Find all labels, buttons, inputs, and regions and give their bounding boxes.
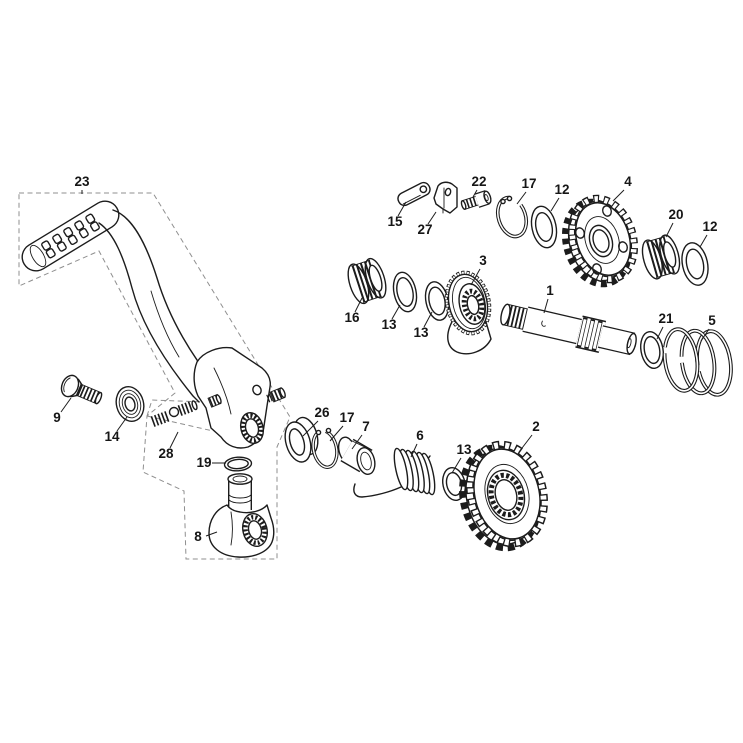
washer-d: [530, 205, 558, 249]
callout-13a: 13: [381, 317, 397, 332]
callout-16: 16: [344, 310, 360, 325]
washer-a: [392, 271, 418, 313]
detent-plug-right: [266, 387, 286, 403]
kick-gear: [561, 194, 639, 288]
kick-shaft: [500, 303, 637, 356]
spacer-bushing: [337, 436, 376, 475]
leader-lines: [60, 189, 710, 537]
needle-bearing-rear: [641, 234, 681, 280]
callout-13b: 13: [413, 325, 429, 340]
ratchet-gear: [444, 270, 492, 355]
stopper-plate: [397, 181, 431, 207]
callout-6: 6: [416, 428, 424, 443]
needle-bearing-front: [347, 257, 387, 305]
callout-labels: 23 9 14 28 19 8 26 17 7 6 13 2 16 13 13 …: [53, 174, 717, 544]
callout-20: 20: [668, 207, 683, 222]
callout-22: 22: [471, 174, 486, 189]
spring-rings: [662, 327, 733, 397]
callout-15: 15: [387, 214, 403, 229]
detent-spring-kit: [150, 400, 198, 427]
callout-27: 27: [417, 222, 432, 237]
circlip-upper: [495, 195, 529, 239]
countersunk-bolt: [60, 374, 103, 405]
callout-28: 28: [158, 446, 174, 461]
callout-5: 5: [708, 313, 716, 328]
callout-8: 8: [194, 529, 202, 544]
callout-4: 4: [624, 174, 632, 189]
washer-e: [681, 242, 709, 286]
kick-lever: [21, 200, 286, 449]
callout-12b: 12: [702, 219, 717, 234]
bushing-cup: [284, 416, 319, 463]
callout-26: 26: [314, 405, 330, 420]
grommet-washer: [115, 386, 145, 422]
callout-3: 3: [479, 253, 487, 268]
o-ring: [223, 456, 253, 472]
callout-1: 1: [546, 283, 554, 298]
detent-plug-left: [207, 393, 222, 408]
callout-14: 14: [104, 429, 120, 444]
callout-2: 2: [532, 419, 540, 434]
bracket: [433, 181, 458, 214]
callout-7: 7: [362, 419, 370, 434]
callout-13c: 13: [456, 442, 472, 457]
screw: [460, 190, 492, 210]
callout-19: 19: [196, 455, 211, 470]
callout-12a: 12: [554, 182, 569, 197]
callout-17b: 17: [339, 410, 354, 425]
lever-spline-bore: [239, 412, 265, 444]
idle-gear: [459, 440, 548, 552]
circlip-lower: [311, 427, 339, 469]
washer-f: [640, 330, 664, 370]
lever-knuckle: [208, 473, 275, 558]
knuckle-spline-bore: [241, 513, 269, 547]
callout-9: 9: [53, 410, 61, 425]
callout-21: 21: [658, 311, 674, 326]
pedal-cleats: [41, 213, 100, 259]
callout-17a: 17: [521, 176, 536, 191]
callout-23: 23: [74, 174, 90, 189]
